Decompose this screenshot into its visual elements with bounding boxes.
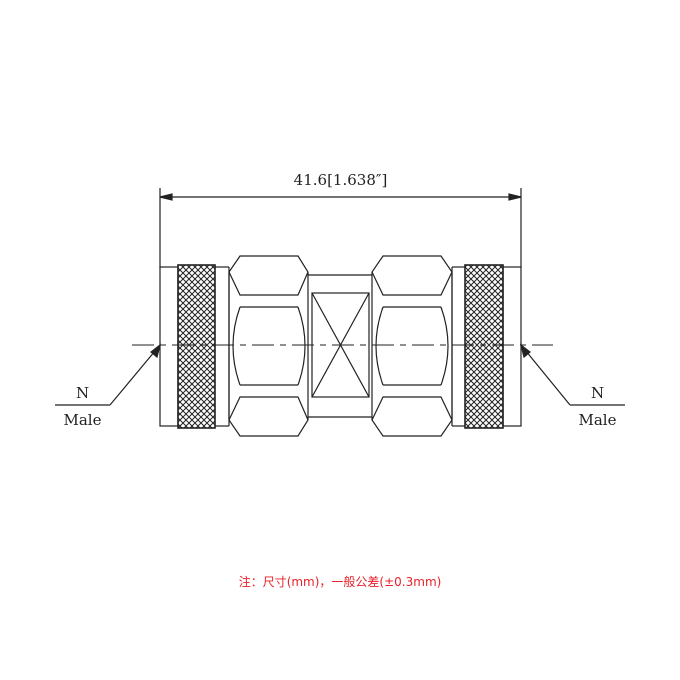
right-end [502, 266, 522, 427]
left-end [159, 266, 179, 427]
right-leader [519, 343, 625, 406]
right-connector-type: N [590, 384, 605, 402]
left-connector-gender: Male [63, 411, 102, 429]
left-hex-nut [228, 255, 309, 437]
left-leader [55, 343, 162, 406]
left-knurl [177, 264, 216, 429]
right-hex-nut [371, 255, 453, 437]
dimension-line [159, 188, 522, 268]
overall-length-dimension: 41.6[1.638″] [293, 171, 388, 189]
right-knurl [464, 264, 504, 429]
tolerance-note: 注：尺寸(mm)，一般公差(±0.3mm) [238, 575, 442, 589]
right-connector-gender: Male [578, 411, 617, 429]
left-connector-type: N [75, 384, 90, 402]
center-body [308, 274, 372, 418]
